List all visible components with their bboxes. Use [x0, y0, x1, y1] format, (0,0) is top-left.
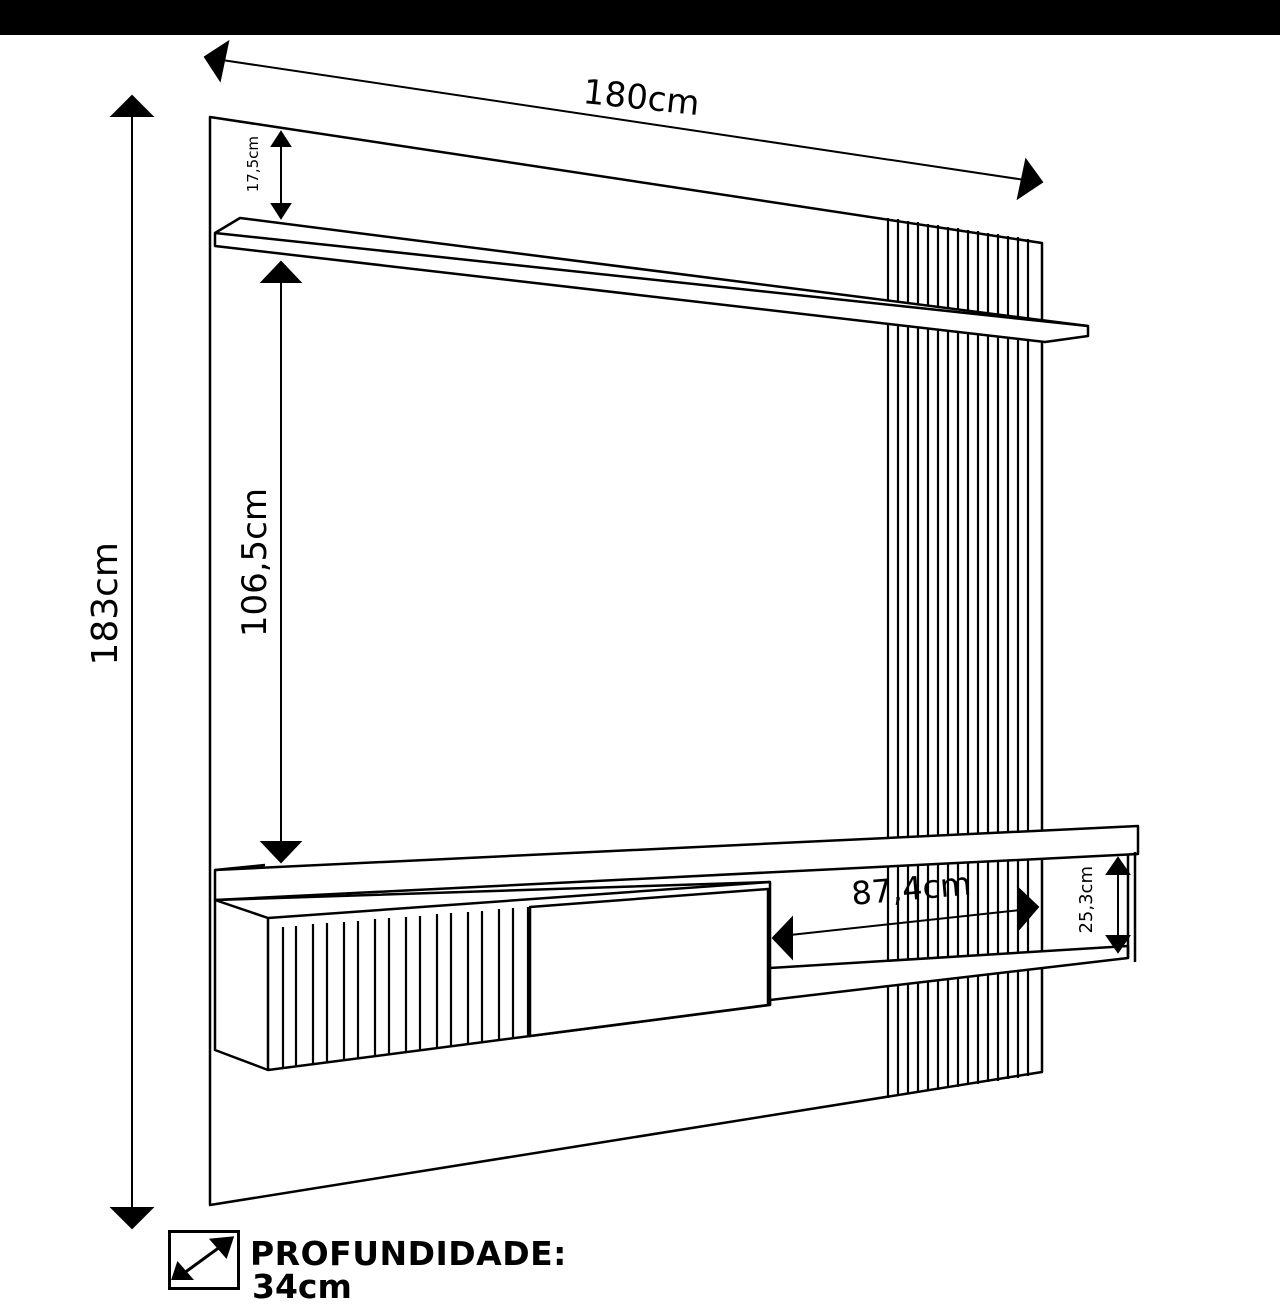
arrowhead-down-icon: [109, 1207, 155, 1230]
niche-width-label: 87,4cm: [849, 864, 973, 913]
right-slats: [886, 218, 1030, 1098]
top-bar: [0, 0, 1280, 35]
console-slats: [281, 907, 530, 1068]
back-panel: [208, 115, 1044, 1207]
arrowhead-niche-left-icon: [771, 915, 793, 961]
arrowhead-down-small-icon: [270, 203, 292, 220]
arrowhead-left-icon: [203, 39, 230, 83]
arrowhead-down-gap-icon: [259, 841, 303, 864]
depth-icon-box: [168, 1230, 240, 1290]
arrowhead-up-icon: [109, 94, 155, 117]
arrowhead-niche-right-icon: [1016, 885, 1040, 931]
arrowhead-up-small-icon: [270, 130, 292, 147]
arrowhead-niche-down-icon: [1105, 935, 1131, 954]
height-label: 183cm: [85, 542, 126, 666]
depth-arrow-icon: [171, 1236, 235, 1280]
niche-height-label: 25,3cm: [1076, 866, 1097, 934]
arrowhead-right-icon: [1016, 157, 1044, 201]
console-door: [528, 887, 770, 1038]
tv-gap-label: 106,5cm: [235, 488, 275, 638]
top-shelf-gap-label: 17,5cm: [244, 136, 262, 193]
dimension-lines: [109, 39, 1131, 1230]
depth-value: 34cm: [252, 1267, 352, 1306]
console-top: [213, 824, 1140, 902]
arrowhead-up-gap-icon: [259, 260, 303, 283]
arrowhead-niche-up-icon: [1105, 856, 1131, 875]
depth-label: PROFUNDIDADE:: [250, 1234, 567, 1273]
